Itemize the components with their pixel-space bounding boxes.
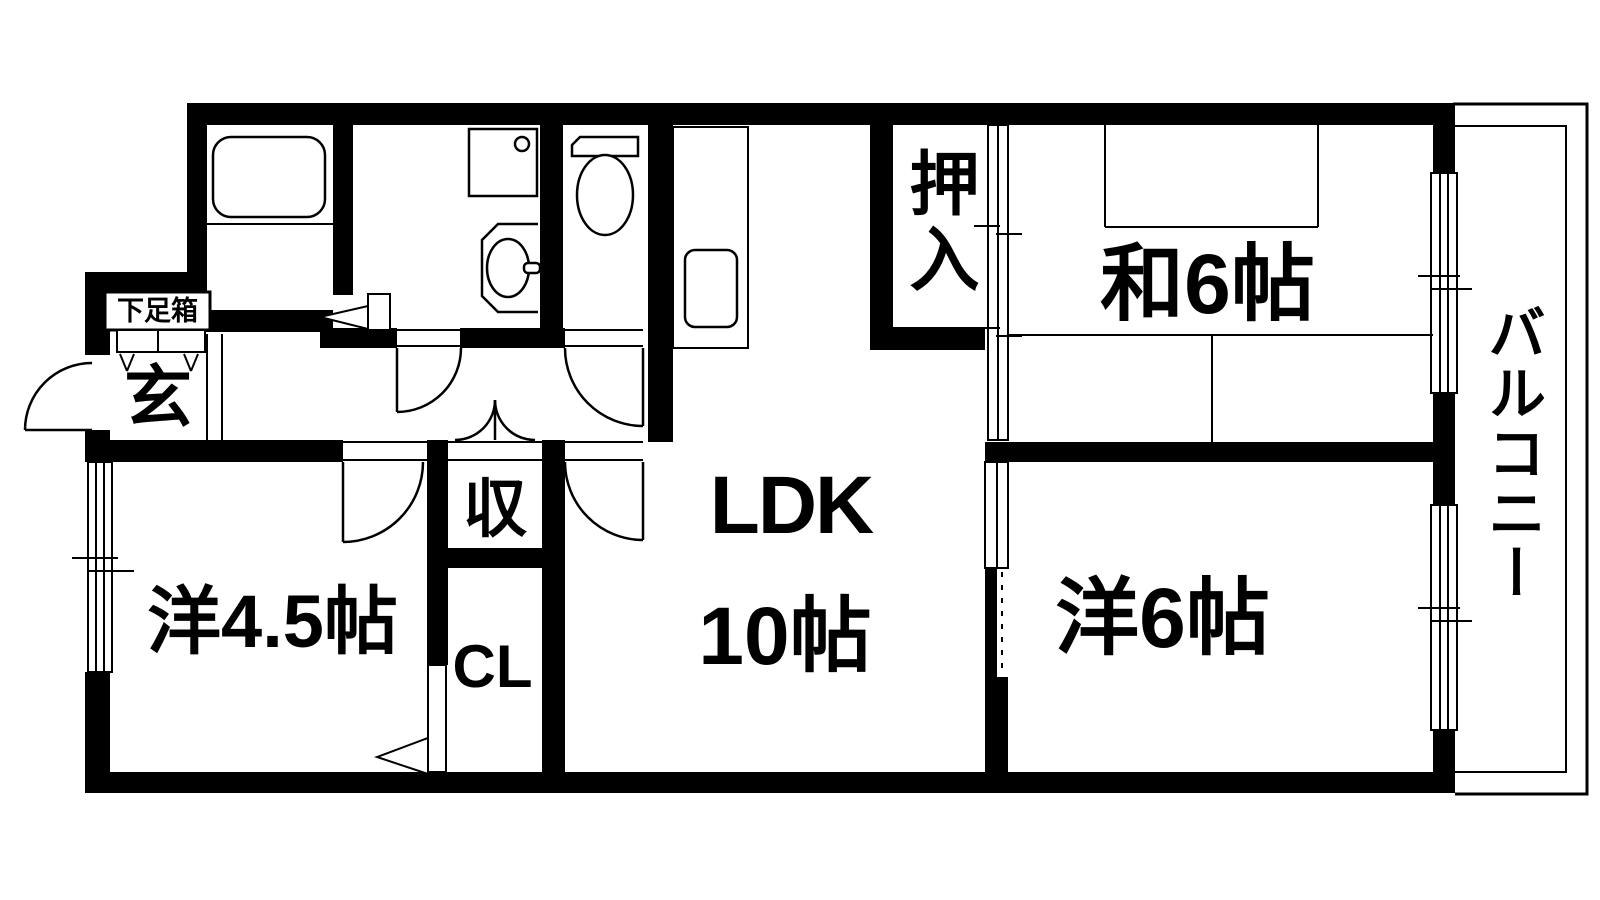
wall-cl-left <box>427 568 448 665</box>
ldk-door <box>563 461 645 542</box>
washbasin <box>480 222 542 314</box>
room-label-storage: 収 <box>463 473 527 545</box>
wall-bath-bottom <box>187 310 333 332</box>
washroom-door <box>395 347 463 414</box>
sliding-door-western6 <box>984 461 1009 675</box>
bathtub <box>207 135 333 225</box>
wall-toilet-left <box>540 123 563 348</box>
room-label-ldk-size: 10帖 <box>698 591 872 682</box>
room-label-western45: 洋4.5帖 <box>147 580 398 663</box>
balcony-inner-rail <box>1455 125 1567 773</box>
bathroom-folding-door <box>319 293 391 331</box>
wall-hall-top-2 <box>460 328 565 348</box>
window-western6-balcony <box>1418 504 1472 731</box>
storage-double-door <box>454 399 536 442</box>
room-label-cl: CL <box>452 633 533 700</box>
toilet-door <box>563 347 645 428</box>
kitchen-sink <box>683 248 739 329</box>
swing-doors <box>23 347 645 544</box>
windows <box>72 172 1472 731</box>
wall-storage-left <box>427 440 448 568</box>
fixtures <box>207 126 749 349</box>
balcony-outer-rail <box>1453 102 1589 796</box>
wall-storage-right <box>542 440 565 568</box>
sliding-doors <box>974 124 1022 675</box>
wall-ldk-west6-half <box>985 568 997 677</box>
wall-tatami-divider <box>985 442 1433 462</box>
wall-bottom <box>85 772 1455 793</box>
window-west45-left <box>72 461 134 673</box>
wall-top <box>187 103 1453 125</box>
wall-bath-right <box>333 123 353 295</box>
wall-right-a <box>1433 103 1455 173</box>
room-label-japanese6: 和6帖 <box>1100 237 1315 331</box>
room-label-genkan: 玄 <box>123 360 192 436</box>
tatami-lines <box>1008 125 1433 442</box>
genkan-details <box>103 290 223 440</box>
entrance-door <box>23 361 93 432</box>
wall-right-b <box>1433 393 1455 505</box>
door-thresholds <box>343 329 643 461</box>
western45-door <box>341 461 425 544</box>
room-label-ldk: LDK <box>709 460 875 551</box>
toilet <box>570 135 640 237</box>
room-label-shoebox: 下足箱 <box>117 295 198 326</box>
room-label-western6: 洋6帖 <box>1055 571 1270 665</box>
wall-toilet-right <box>648 123 673 442</box>
wall-ldk-west6-full <box>985 677 1008 772</box>
cl-folding-door <box>373 664 447 776</box>
balcony-railing <box>1453 102 1589 796</box>
walls <box>85 103 1455 793</box>
wall-cl-right <box>542 568 565 772</box>
wall-oshiire-left <box>870 123 893 350</box>
room-label-oshiire: 押入 <box>900 146 978 299</box>
washing-machine-pan <box>467 127 539 198</box>
shoe-cabinet <box>116 329 206 353</box>
wall-step <box>85 272 207 293</box>
wall-storage-cl-divider <box>427 548 565 568</box>
wall-oshiire-bottom <box>870 327 985 350</box>
wall-hall-top-1 <box>320 328 397 348</box>
window-japanese6-balcony <box>1418 172 1472 394</box>
kitchen-counter <box>672 126 749 349</box>
folding-doors <box>319 293 447 776</box>
wall-left-b <box>85 430 110 462</box>
fusuma-oshiire-washitsu <box>974 124 1022 441</box>
wall-hall-bottom <box>110 440 343 462</box>
room-label-balcony: バルコニー <box>1479 303 1544 603</box>
wall-right-c <box>1433 730 1455 793</box>
wall-left-upper <box>187 103 207 293</box>
